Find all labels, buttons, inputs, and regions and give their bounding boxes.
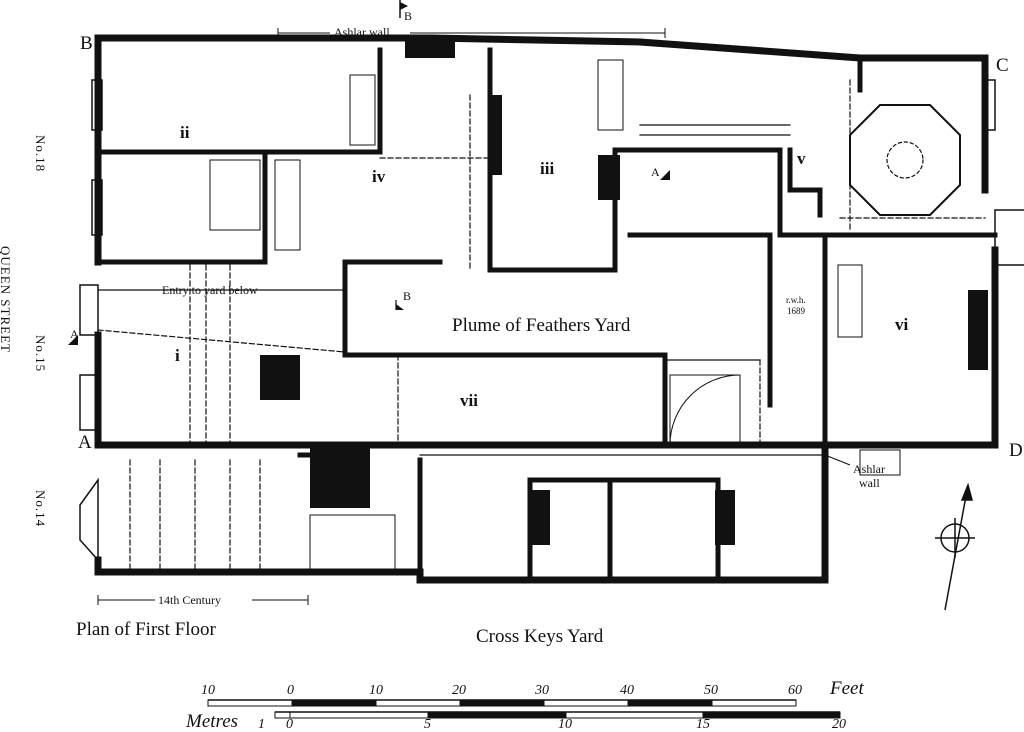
room-i-label: i [175,346,180,365]
section-marker-a-left [68,335,78,345]
room-vii-label: vii [460,391,478,410]
room-iv-label: iv [372,167,386,186]
metre-tick-10: 10 [558,717,572,732]
metre-tick-15: 15 [696,717,710,732]
feet-tick-40: 40 [620,683,634,698]
room-iii-label: iii [540,159,555,178]
section-marker-b-top [399,0,408,18]
metres-label: Metres [186,711,239,732]
cross-keys-yard-label: Cross Keys Yard [476,626,604,647]
octagonal-room [849,104,961,216]
entry-to-yard-label: Entry to yard below [162,283,258,297]
rwh-label: r.w.h. [786,295,806,305]
room-ii-label: ii [180,123,190,142]
corner-a-label: A [78,432,92,453]
queen-street-label: QUEEN STREET [0,246,13,353]
feet-tick-50: 50 [704,683,718,698]
feet-tick-10-left: 10 [201,683,215,698]
section-marker-b-mid [395,300,404,310]
house-no14-label: No.14 [33,490,48,528]
plan-title: Plan of First Floor [76,619,216,640]
feet-tick-0: 0 [287,683,294,698]
corner-c-label: C [996,55,1009,76]
feet-label: Feet [830,678,864,699]
metre-tick-1: 1 [258,717,265,732]
feet-tick-20: 20 [452,683,466,698]
ashlar-wall-right-label-1: Ashlar [853,462,885,476]
metre-tick-0: 0 [286,717,293,732]
corner-d-label: D [1009,440,1023,461]
ashlar-wall-right-label-2: wall [859,476,880,490]
metres-scale-bar [274,711,841,719]
plume-yard-label: Plume of Feathers Yard [452,315,631,336]
section-a-left-label: A [70,327,79,341]
chimney-stacks [260,40,988,545]
dashed-lines [97,79,986,571]
ashlar-wall-top-label: Ashlar wall [334,25,390,39]
windows [79,79,1024,562]
section-b-top-label: B [404,9,413,23]
metre-tick-20: 20 [832,717,846,732]
house-no18-label: No.18 [33,135,48,173]
feet-scale-bar [207,699,797,707]
feet-tick-30: 30 [535,683,549,698]
rwh-date-label: 1689 [787,306,805,316]
section-b-mid-label: B [403,289,412,303]
feet-tick-60: 60 [788,683,802,698]
metre-tick-5: 5 [424,717,431,732]
ashlar-wall-dimension [97,28,851,605]
feet-tick-10: 10 [369,683,383,698]
section-marker-a-mid [660,170,670,180]
corner-b-label: B [80,33,93,54]
room-v-label: v [797,149,806,168]
house-no15-label: No.15 [33,335,48,373]
section-a-mid-label: A [651,165,660,179]
century-label: 14th Century [158,593,221,607]
staircases [209,59,901,571]
room-vi-label: vi [895,315,909,334]
octagon-centre [886,141,924,179]
north-arrow-icon [935,482,975,611]
